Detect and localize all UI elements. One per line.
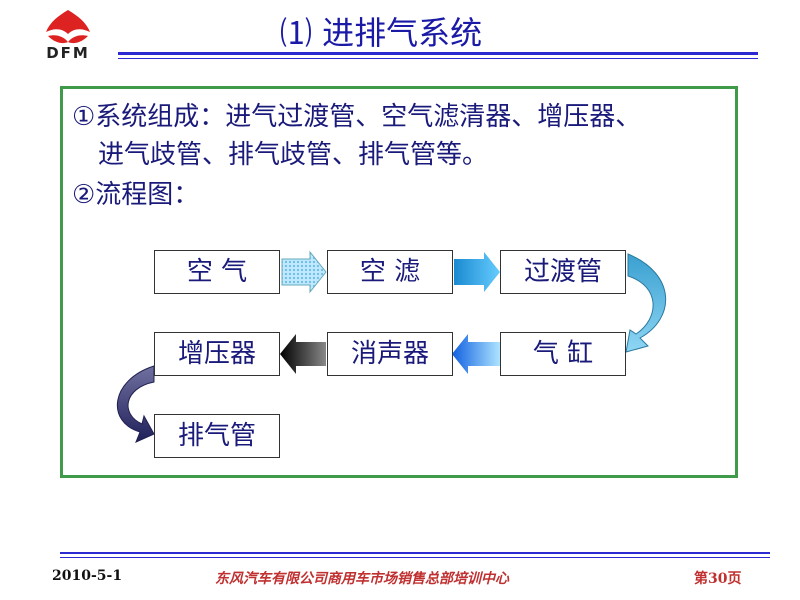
arrow-filter-to-pipe: [454, 252, 500, 292]
footer-divider: [60, 552, 770, 554]
flow-box-muffler: 消声器: [327, 332, 453, 376]
page-number: 第30页: [694, 571, 742, 587]
flow-box-exhaust-pipe: 排气管: [154, 414, 280, 458]
flow-box-air: 空 气: [154, 250, 280, 294]
flow-box-turbocharger: 增压器: [154, 332, 280, 376]
header-divider: [118, 52, 758, 55]
flowchart-heading: ②流程图：: [72, 180, 200, 210]
logo-text: DFM: [46, 44, 90, 62]
arrow-muffler-to-turbo: [280, 334, 326, 374]
flow-box-transition-pipe: 过渡管: [500, 250, 626, 294]
footer-organization: 东风汽车有限公司商用车市场销售总部培训中心: [215, 571, 509, 587]
arrow-turbo-to-exhaust: [116, 365, 155, 443]
flow-box-cylinder: 气 缸: [500, 332, 626, 376]
footer-divider-thin: [60, 557, 770, 558]
dfm-logo-icon: [46, 10, 90, 44]
content-frame: [60, 86, 738, 478]
arrow-air-to-filter: [281, 250, 327, 294]
flow-box-air-filter: 空 滤: [327, 250, 453, 294]
arrow-pipe-to-cylinder: [625, 253, 666, 353]
composition-line: ①系统组成：进气过渡管、空气滤清器、增压器、: [72, 102, 642, 132]
footer-date: 2010-5-1: [52, 568, 123, 584]
header-divider-thin: [118, 58, 758, 59]
arrow-cylinder-to-muffler: [452, 334, 500, 374]
page-title: ⑴ 进排气系统: [280, 14, 483, 52]
composition-line-continued: 进气歧管、排气歧管、排气管等。: [98, 140, 489, 170]
